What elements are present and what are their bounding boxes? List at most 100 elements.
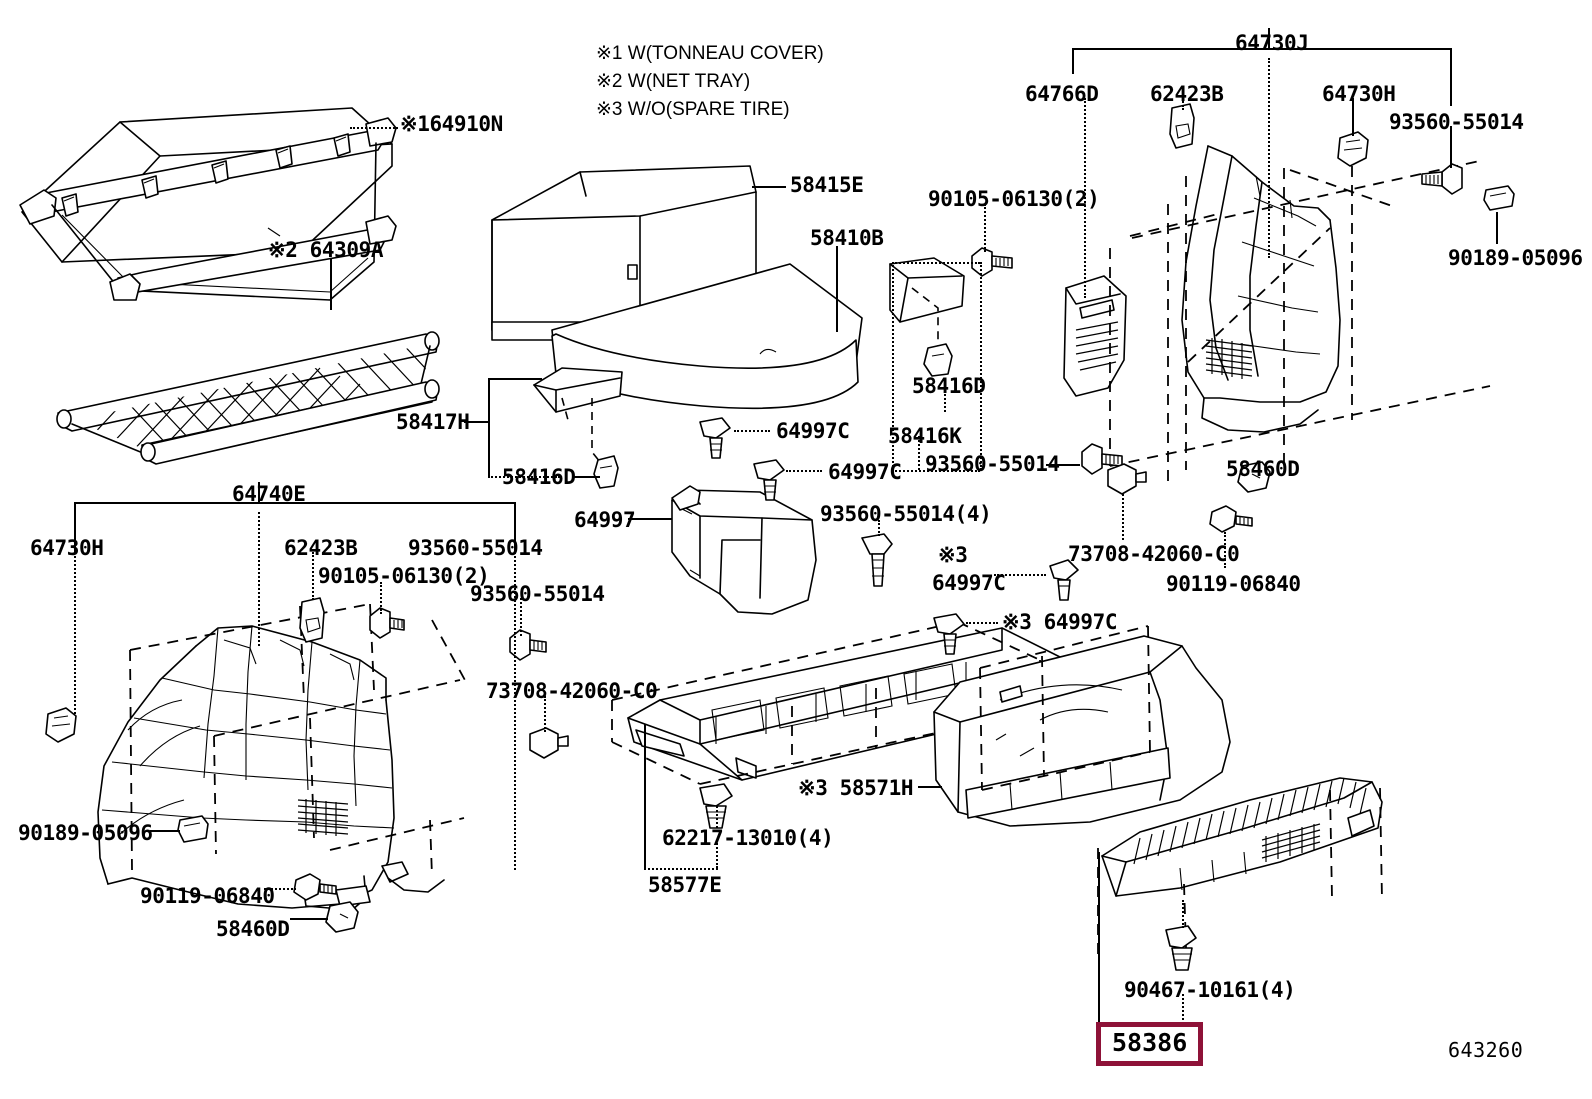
leader-58410b bbox=[836, 246, 838, 332]
leader-64740e-down bbox=[258, 512, 260, 646]
fastener-73708-42060-c0-mid bbox=[1107, 463, 1147, 495]
leader-58460d-bl bbox=[290, 918, 328, 920]
part-label-64730h-top: 64730H bbox=[1322, 82, 1396, 106]
part-label-58577e: 58577E bbox=[648, 873, 722, 897]
fastener-64997c-1 bbox=[699, 417, 731, 459]
leader-90119-bl bbox=[264, 888, 296, 890]
leader-64730j-down bbox=[1268, 58, 1270, 258]
leader-58416d-r bbox=[944, 386, 946, 412]
part-cargo-net-64309a bbox=[56, 331, 440, 465]
part-label-90105-06130-bottomleft: 90105-06130(2) bbox=[318, 564, 490, 588]
leader-58416k-box-t bbox=[892, 262, 980, 264]
part-label-90467-10161: 90467-10161(4) bbox=[1124, 978, 1296, 1002]
bracket-64730j-top bbox=[1072, 48, 1450, 50]
part-label-58416d-center: 58416D bbox=[502, 465, 576, 489]
part-label-64997c-4: ※3 64997C bbox=[1002, 610, 1118, 634]
legend-note-2: ※2 W(NET TRAY) bbox=[596, 71, 751, 92]
fastener-90119-06840-bottomleft bbox=[293, 873, 337, 901]
part-tonneau-cover-64910n bbox=[19, 107, 397, 301]
bracket-64730j-r bbox=[1450, 48, 1452, 106]
part-label-73708-42060-c0-mid: 73708-42060-C0 bbox=[1068, 542, 1240, 566]
leader-90467-down bbox=[1182, 994, 1184, 1020]
part-label-58416d-right: 58416D bbox=[912, 374, 986, 398]
part-label-73708-42060-c0-bottomleft: 73708-42060-C0 bbox=[486, 679, 658, 703]
part-label-64997c-3: 64997C bbox=[932, 571, 1006, 595]
leader-58416k-v bbox=[918, 436, 920, 470]
part-label-90105-06130-top: 90105-06130(2) bbox=[928, 187, 1100, 211]
leader-64997 bbox=[628, 518, 672, 520]
leader-64910n bbox=[350, 127, 398, 129]
leader-90105-06130-top bbox=[984, 204, 986, 252]
leader-58416d-c-b bbox=[572, 476, 600, 478]
part-label-58460d-bottomleft: 58460D bbox=[216, 917, 290, 941]
fastener-90105-06130-top bbox=[971, 247, 1013, 277]
part-label-90119-06840-mid: 90119-06840 bbox=[1166, 572, 1301, 596]
highlighted-part-number[interactable]: 58386 bbox=[1096, 1022, 1204, 1067]
bracket-64740e-l bbox=[74, 502, 76, 552]
fastener-90189-05096-topright bbox=[1483, 185, 1515, 211]
fastener-90189-05096-bottomleft bbox=[177, 815, 209, 843]
leader-64730h-bl bbox=[74, 552, 76, 714]
part-58417h-trim bbox=[533, 367, 623, 463]
leader-58417h-top bbox=[488, 378, 542, 380]
leader-58386-l bbox=[1098, 852, 1100, 1024]
leader-93560-mid bbox=[1046, 464, 1080, 466]
part-label-58410b: 58410B bbox=[810, 226, 884, 250]
leader-93560-bl-long bbox=[514, 552, 516, 870]
leader-90189-bl bbox=[150, 830, 180, 832]
leader-64730h-top bbox=[1352, 98, 1354, 136]
leader-58577e-l bbox=[644, 724, 646, 868]
bracket-64740e-r bbox=[514, 502, 516, 552]
fastener-58416d-right bbox=[923, 343, 953, 377]
part-label-58415e: 58415E bbox=[790, 173, 864, 197]
part-label-90189-05096-topright: 90189-05096 bbox=[1448, 246, 1583, 270]
part-64997-tray bbox=[671, 485, 817, 615]
part-label-62423b-top: 62423B bbox=[1150, 82, 1224, 106]
leader-58416k-box-b bbox=[892, 470, 980, 472]
fastener-93560-55014-mid bbox=[1081, 443, 1123, 475]
part-label-64730j: 64730J bbox=[1235, 31, 1309, 55]
leader-93560-topright bbox=[1450, 126, 1452, 168]
fastener-90119-06840-mid bbox=[1209, 505, 1253, 533]
leader-73708-mid bbox=[1122, 494, 1124, 540]
bracket-64730j-l bbox=[1072, 48, 1074, 74]
leader-62423b-top bbox=[1182, 98, 1184, 110]
leader-64997c-4 bbox=[966, 622, 998, 624]
leader-93560-4 bbox=[878, 520, 880, 536]
fastener-62423b-bottomleft bbox=[299, 597, 325, 643]
part-label-64740e: 64740E bbox=[232, 482, 306, 506]
part-label-62423b-bottomleft: 62423B bbox=[284, 536, 358, 560]
part-label-64730h-bottomleft: 64730H bbox=[30, 536, 104, 560]
fastener-58460d-mid bbox=[1237, 461, 1271, 493]
leader-90105-bl bbox=[380, 582, 382, 614]
leader-62423b-bl bbox=[312, 552, 314, 600]
bracket-64740e-top bbox=[74, 502, 514, 504]
part-label-93560-55014-mid: 93560-55014 bbox=[925, 452, 1060, 476]
part-label-64910n: ※164910N bbox=[400, 112, 503, 136]
legend-note-3: ※3 W/O(SPARE TIRE) bbox=[596, 99, 790, 120]
leader-58415e bbox=[752, 186, 786, 188]
fastener-58416d-center bbox=[593, 455, 619, 489]
part-58416k-trim bbox=[889, 257, 965, 348]
leader-58416d-c-a bbox=[488, 476, 560, 478]
part-label-58416k: 58416K bbox=[888, 424, 962, 448]
part-label-93560-55014-bottomleft2: 93560-55014 bbox=[470, 582, 605, 606]
leader-64766d bbox=[1084, 98, 1086, 298]
leader-90189-topright bbox=[1496, 212, 1498, 244]
leader-90119-mid bbox=[1224, 532, 1226, 568]
leader-64997c-3 bbox=[994, 574, 1046, 576]
part-64766d-quarter-frame bbox=[1063, 145, 1491, 482]
legend-note-1: ※1 W(TONNEAU COVER) bbox=[596, 43, 824, 64]
leader-64730j-up bbox=[1268, 28, 1270, 48]
fastener-90105-06130-bottomleft bbox=[369, 607, 405, 639]
part-64740e-quarter-trim bbox=[97, 603, 467, 911]
leader-64997c-1 bbox=[734, 430, 770, 432]
part-label-58417h: 58417H bbox=[396, 410, 470, 434]
part-label-64997c-1: 64997C bbox=[776, 419, 850, 443]
diagram-number: 643260 bbox=[1448, 1038, 1524, 1062]
fastener-64997c-3 bbox=[1049, 559, 1079, 601]
fastener-64997c-2 bbox=[753, 459, 785, 501]
part-label-93560-55014-bottomleft: 93560-55014 bbox=[408, 536, 543, 560]
leader-73708-bl bbox=[544, 696, 546, 732]
